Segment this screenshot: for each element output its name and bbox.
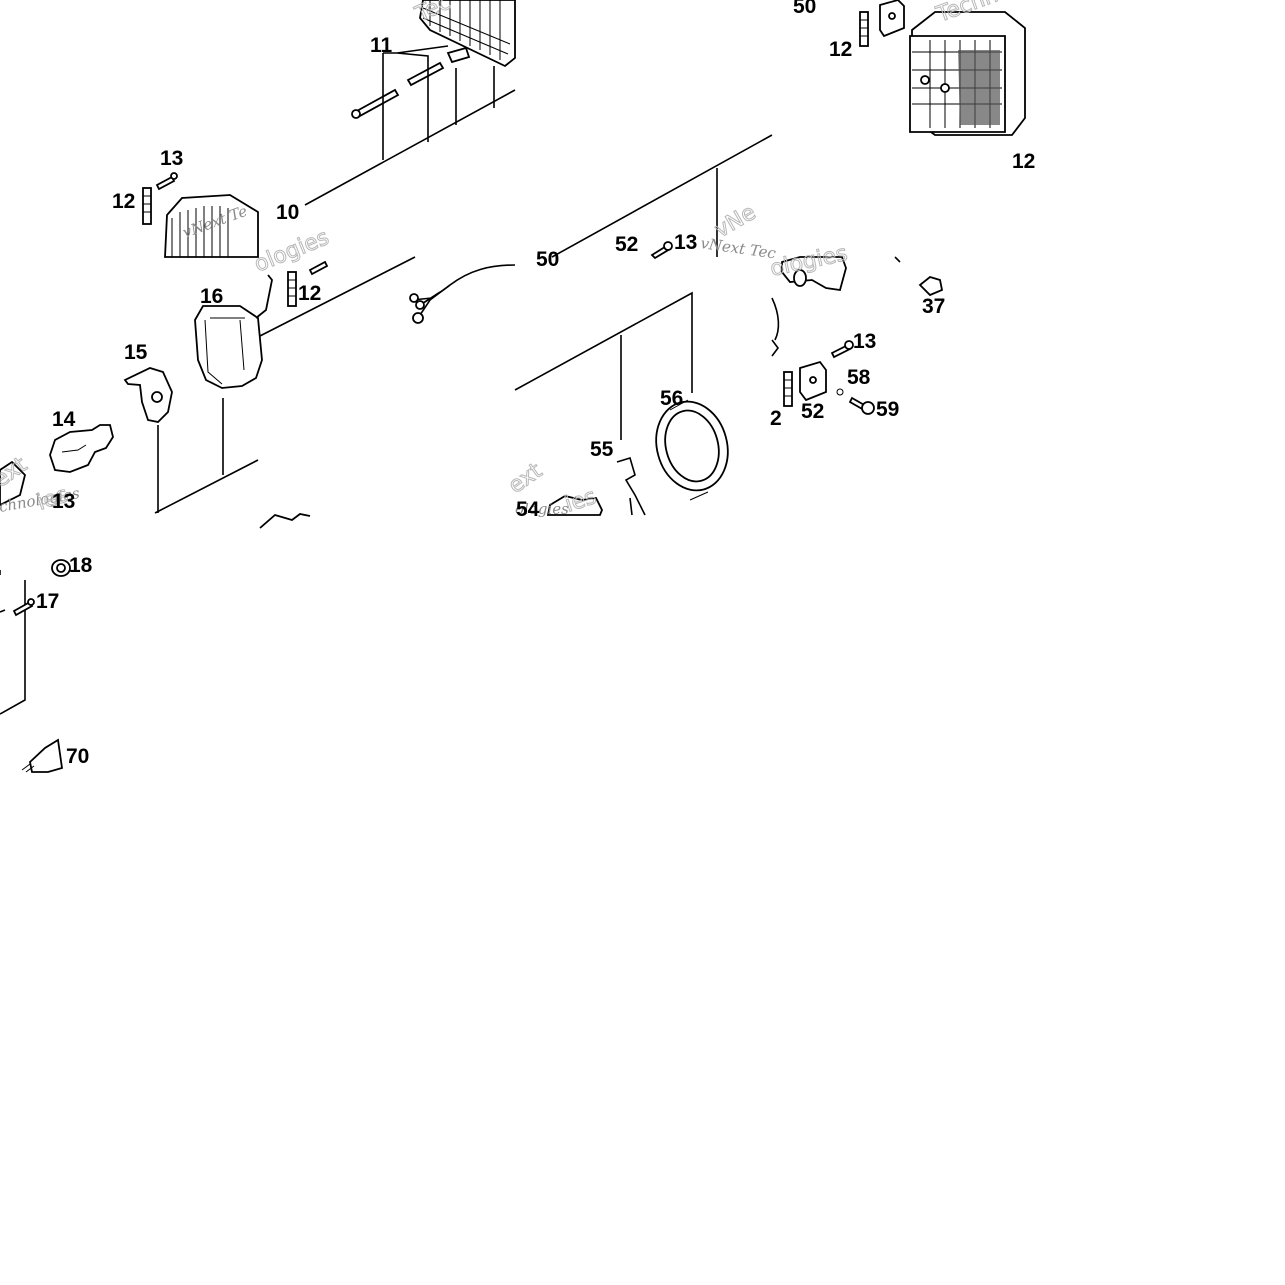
diagram-tile-ring-frame: ext ies ologies 56 55 54 50 [504,248,729,521]
socket-part [546,495,603,516]
lamp-housing-part [194,274,273,389]
callout-37: 37 [922,295,945,318]
callout-13c: 13 [674,231,697,254]
clip-nut-part [859,11,869,47]
wiring-harness-part [409,264,516,324]
callout-13: 13 [160,147,183,170]
bulb-bracket-part [123,367,173,423]
callout-50: 50 [793,0,816,18]
clip-nut-part [287,260,329,307]
svg-text:ext: ext [504,458,547,499]
halogen-bulb-part [781,256,847,292]
callout-56: 56 [660,387,683,410]
diagram-tile-bulb-socket: ologies 37 13 58 52 59 2 [768,241,946,430]
trim-ring-part [655,399,729,501]
bracket-part [879,0,905,38]
spring-clip-part [616,456,646,516]
callout-14: 14 [52,408,76,431]
diagram-tile-headlamp-grille: vNext Te Tec 11 13 12 10 [112,0,516,258]
bulb-part [49,424,114,473]
callout-12c: 12 [829,38,852,61]
clip-nut-part [783,371,793,407]
rear-lamp-part [909,11,1026,136]
callout-10: 10 [276,201,299,224]
callout-16: 16 [200,285,223,308]
callout-15: 15 [124,341,148,364]
callout-11: 11 [370,34,393,57]
callout-13b: 13 [52,490,75,513]
lamp-socket-part [918,276,944,297]
callout-52b: 52 [801,400,824,423]
callout-54: 54 [516,498,540,521]
diagram-tile-small-parts: 18 17 70 [0,554,93,773]
washer-part [836,388,844,396]
callout-59: 59 [876,398,899,421]
svg-text:vNext Tec: vNext Tec [699,234,777,262]
callout-17: 17 [36,590,59,613]
callout-13d: 13 [853,330,876,353]
screw-part [830,340,854,359]
callout-55: 55 [590,438,614,461]
callout-50b: 50 [536,248,559,271]
callout-12: 12 [112,190,135,213]
grommet-part [51,559,71,577]
svg-text:ologies: ologies [515,500,569,518]
callout-58: 58 [847,366,871,389]
headlamp-grille-part [419,0,516,68]
callout-12b: 12 [298,282,321,305]
screw-part [12,598,35,617]
screw-part [848,396,875,415]
connector-part [21,738,64,773]
screw-part [155,172,178,191]
callout-12d: 12 [1012,150,1035,173]
callout-2: 2 [770,407,782,430]
callout-18: 18 [69,554,93,577]
callout-52: 52 [615,233,638,256]
diagram-tile-rear-lamp: vNext Tec Technol vNe 50 12 12 52 13 [551,0,1035,263]
bolt-part [351,46,471,119]
screw-part [650,241,673,260]
callout-70: 70 [66,745,89,768]
clip-nut-part [142,187,152,225]
headlamp-part [164,194,259,258]
diagram-tile-bulb-holder: chnologies ologies ext ies 12 16 15 14 1… [0,225,516,529]
bracket-part [799,360,827,402]
